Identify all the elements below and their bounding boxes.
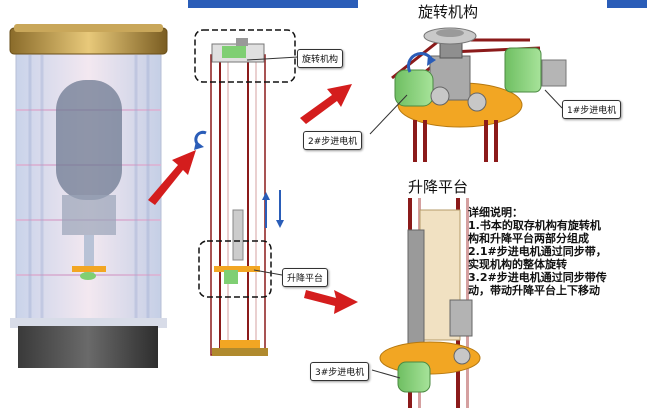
description-line: 2.1#步进电机通过同步带， — [468, 245, 607, 258]
top-accent-bar-left — [188, 0, 358, 8]
motor2-label: 2#步进电机 — [303, 131, 363, 150]
description-line: 1.书本的取存机构有旋转机 — [468, 219, 601, 232]
top-accent-bar-right — [607, 0, 647, 8]
detailed-description: 详细说明： 1.书本的取存机构有旋转机 构和升降平台两部分组成 2.1#步进电机… — [468, 206, 646, 297]
description-line: 3.2#步进电机通过同步带传 — [468, 271, 607, 284]
motor3-label: 3#步进电机 — [310, 362, 370, 381]
rotate-arrow-icon — [194, 130, 207, 150]
description-title: 详细说明： — [468, 206, 523, 219]
lift-platform-label: 升降平台 — [282, 268, 329, 287]
book-column-render — [9, 24, 168, 368]
rotation-mechanism-heading: 旋转机构 — [418, 3, 479, 21]
motor1-label: 1#步进电机 — [562, 100, 622, 119]
mechanism-frame-render — [194, 29, 299, 356]
red-arrow-icon — [148, 84, 358, 314]
description-line: 构和升降平台两部分组成 — [468, 232, 589, 245]
up-down-arrow-icon — [262, 190, 284, 228]
lift-platform-heading: 升降平台 — [408, 178, 469, 196]
description-line: 实现机构的整体旋转 — [468, 258, 567, 271]
lift-platform-render — [371, 198, 481, 408]
description-line: 动，带动升降平台上下移动 — [468, 284, 600, 297]
rotation-mechanism-render — [369, 27, 567, 162]
rotation-mechanism-label: 旋转机构 — [297, 49, 344, 68]
